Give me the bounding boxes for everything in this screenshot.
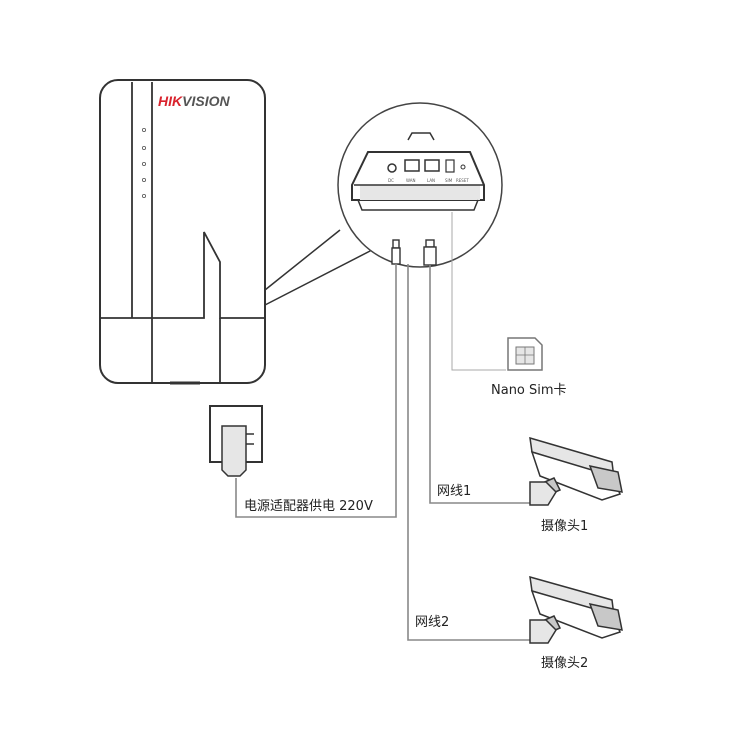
port-label-lan: LAN: [427, 178, 435, 183]
camera-2-label: 摄像头2: [541, 656, 588, 671]
port-label-sim: SIM: [445, 178, 453, 183]
camera-1-icon: [529, 436, 623, 506]
port-label-wan: WAN: [406, 178, 415, 183]
power-label: 电源适配器供电 220V: [244, 499, 373, 514]
zoom-circle: DC WAN LAN SIM RESET: [337, 102, 503, 268]
brand-logo: HIKVISION: [158, 93, 230, 109]
network-cable-2: [407, 264, 530, 641]
dc-port-icon: [387, 163, 397, 173]
port-label-reset: RESET: [456, 178, 469, 183]
ethernet-plug-icon: [423, 239, 437, 266]
router-led-indicators: [141, 127, 146, 198]
reset-button-icon: [460, 164, 466, 170]
power-plug-icon: [391, 239, 401, 265]
router-device: [99, 79, 266, 385]
network-cable-2-label: 网线2: [415, 615, 449, 630]
network-cable-1: [429, 265, 530, 504]
brand-logo-gray: VISION: [182, 93, 230, 109]
sim-card-label: Nano Sim卡: [491, 383, 567, 398]
power-cable: [235, 264, 397, 518]
lan-port-icon: [424, 159, 440, 172]
wan-port-icon: [404, 159, 420, 172]
cables: [235, 212, 530, 641]
sim-card-icon: [507, 337, 543, 371]
zoom-callout-pointer: [264, 229, 373, 306]
sim-slot-icon: [445, 159, 455, 173]
brand-logo-red: HIK: [158, 93, 183, 109]
power-adapter-icon: [209, 405, 263, 477]
port-label-dc: DC: [388, 178, 394, 183]
camera-2-icon: [529, 575, 623, 644]
sim-guide-line: [451, 212, 506, 371]
camera-1-label: 摄像头1: [541, 519, 588, 534]
network-cable-1-label: 网线1: [437, 484, 471, 499]
